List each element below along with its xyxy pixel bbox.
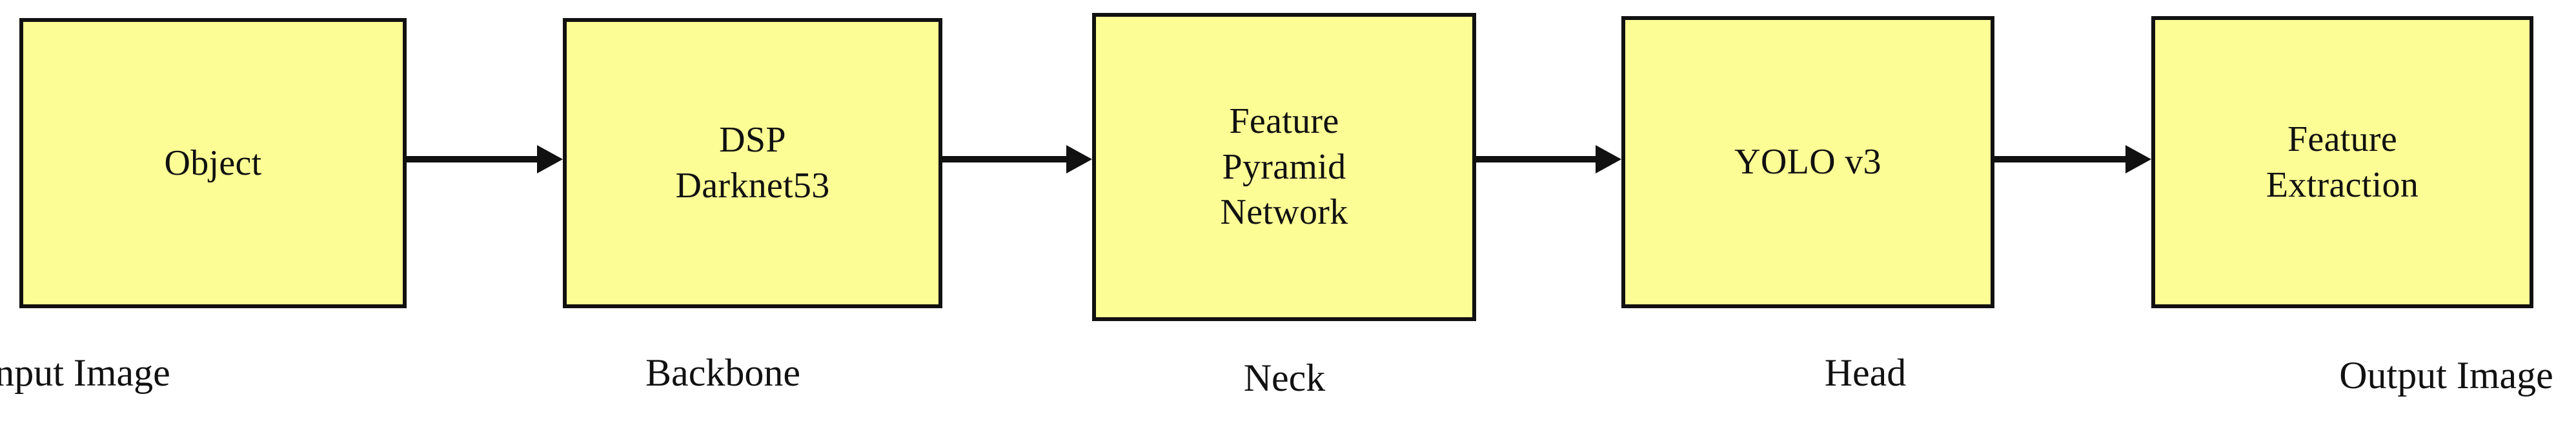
node-backbone: DSP Darknet53 <box>563 18 942 308</box>
node-head: YOLO v3 <box>1621 16 1994 308</box>
caption-input-image: Input Image <box>0 351 170 394</box>
arrow-head-icon <box>2125 145 2151 173</box>
arrow-shaft <box>405 156 540 162</box>
node-output-image: Feature Extraction <box>2151 16 2533 308</box>
arrow-head-icon <box>537 145 563 173</box>
node-output-image-text: Feature Extraction <box>2266 119 2419 205</box>
node-neck-text: Feature Pyramid Network <box>1220 101 1348 233</box>
node-head-text: YOLO v3 <box>1734 142 1881 182</box>
caption-backbone: Backbone <box>645 351 800 394</box>
caption-output-image: Output Image <box>2339 354 2553 397</box>
node-backbone-text: DSP Darknet53 <box>675 120 830 206</box>
node-input-image-text: Object <box>164 142 262 183</box>
arrow-shaft <box>941 156 1069 162</box>
node-input-image: Object <box>19 18 407 308</box>
node-neck: Feature Pyramid Network <box>1092 13 1476 321</box>
arrow-head-icon <box>1066 145 1092 173</box>
arrow-shaft <box>1993 156 2128 162</box>
caption-neck: Neck <box>1243 357 1326 399</box>
arrow-head-icon <box>1596 145 1621 173</box>
arrow-shaft <box>1475 156 1598 162</box>
caption-head: Head <box>1824 351 1907 394</box>
